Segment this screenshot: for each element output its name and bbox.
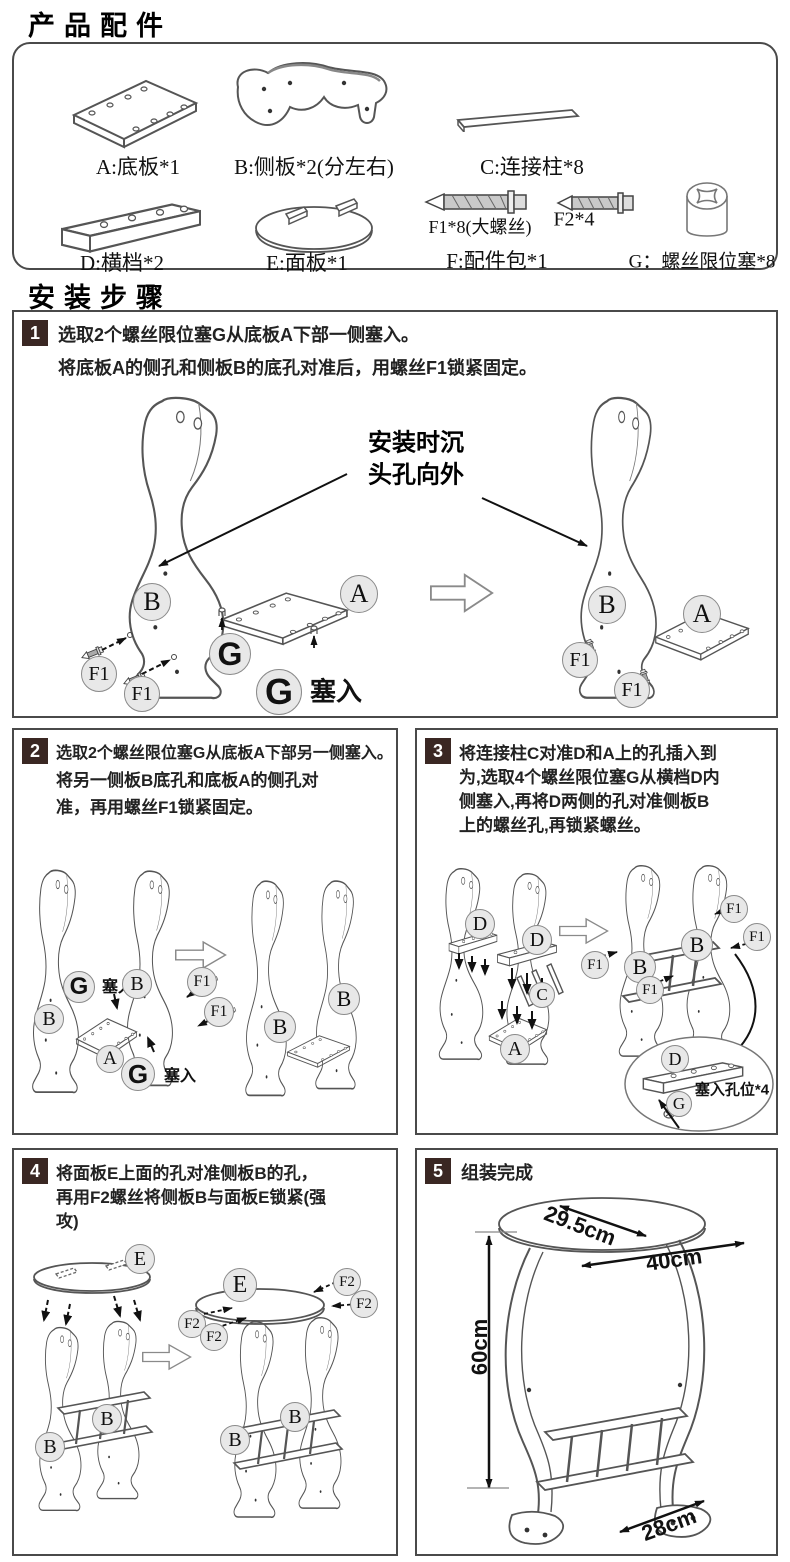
label-b-circle: B — [122, 969, 152, 999]
step-1-text-line2: 将底板A的侧孔和侧板B的底孔对准后，用螺丝F1锁紧固定。 — [58, 358, 538, 378]
parts-section-title: 产品配件 — [28, 11, 172, 41]
label-f1-circle: F1 — [187, 967, 217, 997]
label-g-circle: G — [666, 1091, 692, 1117]
insert-annotation: 塞入 — [309, 676, 363, 707]
label-b-circle: B — [280, 1402, 310, 1432]
step-2-badge: 2 — [22, 738, 48, 764]
label-f2-circle: F2 — [333, 1268, 361, 1296]
part-a-label: A:底板*1 — [96, 155, 180, 179]
dim-height: 60cm — [467, 1318, 492, 1376]
step-4-badge: 4 — [22, 1158, 48, 1184]
label-a-circle: A — [340, 575, 378, 613]
part-c-connector-icon — [456, 109, 580, 132]
label-d-circle: D — [465, 909, 495, 939]
step-5-title: 组装完成 — [461, 1163, 533, 1183]
part-g-label: G：螺丝限位塞*8 — [628, 251, 776, 273]
label-f1-circle: F1 — [124, 676, 160, 712]
label-f1-circle: F1 — [720, 895, 748, 923]
part-a-bottom-plate-icon — [71, 79, 199, 149]
step-5-diagram — [467, 1197, 745, 1545]
label-b-circle: B — [220, 1425, 250, 1455]
label-f1-circle: F1 — [636, 976, 664, 1004]
insert-holes-annotation: 塞入孔位*4 — [694, 1081, 770, 1099]
part-d-label: D:横档*2 — [80, 251, 164, 275]
step-2-text-line1: 选取2个螺丝限位塞G从底板A下部另一侧塞入。 — [56, 745, 393, 762]
step-5-badge: 5 — [425, 1158, 451, 1184]
step-4-text-line2: 再用F2螺丝将侧板B与面板E锁紧(强 — [56, 1188, 327, 1207]
step-1-box: 1 选取2个螺丝限位塞G从底板A下部一侧塞入。 将底板A的侧孔和侧板B的底孔对准… — [12, 310, 778, 718]
step-1-note: 安装时沉 头孔向外 — [368, 428, 464, 493]
part-b-side-panel-icon — [236, 62, 388, 126]
step-1-note-line1: 安装时沉 — [368, 429, 464, 457]
label-f1-circle: F1 — [562, 642, 598, 678]
label-g-circle: G — [121, 1057, 155, 1091]
step-3-text-line2: 为,选取4个螺丝限位塞G从横档D内 — [459, 768, 720, 787]
step-1-badge: 1 — [22, 320, 48, 346]
label-g-circle: G — [63, 971, 95, 1003]
label-b-circle: B — [681, 929, 713, 961]
label-b-circle: B — [264, 1011, 296, 1043]
step-2-text-line3: 准，再用螺丝F1锁紧固定。 — [56, 798, 263, 817]
label-e-circle: E — [125, 1244, 155, 1274]
part-f-label: F:配件包*1 — [446, 249, 548, 273]
label-d-circle: D — [522, 925, 552, 955]
step-4-box: 4 将面板E上面的孔对准侧板B的孔， 再用F2螺丝将侧板B与面板E锁紧(强 攻) — [12, 1148, 398, 1556]
step-2-box: 2 选取2个螺丝限位塞G从底板A下部另一侧塞入。 将另一侧板B底孔和底板A的侧孔… — [12, 728, 398, 1135]
label-f1-circle: F1 — [204, 997, 234, 1027]
part-f2-label: F2*4 — [553, 208, 595, 231]
step-3-text-line4: 上的螺丝孔,再锁紧螺丝。 — [459, 816, 651, 835]
label-a-circle: A — [500, 1034, 530, 1064]
part-c-label: C:连接柱*8 — [480, 155, 584, 179]
step-1-note-line2: 头孔向外 — [368, 462, 464, 489]
label-f1-circle: F1 — [81, 656, 117, 692]
steps-section-title: 安装步骤 — [28, 283, 172, 313]
label-b-circle: B — [34, 1004, 64, 1034]
step-1-text-line1: 选取2个螺丝限位塞G从底板A下部一侧塞入。 — [58, 325, 420, 345]
step-3-text-line3: 侧塞入,再将D两侧的孔对准侧板B — [459, 792, 710, 811]
label-b-circle: B — [92, 1404, 122, 1434]
label-f2-circle: F2 — [200, 1323, 228, 1351]
step-3-text-line1: 将连接柱C对准D和A上的孔插入到 — [459, 744, 717, 763]
part-b-label: B:侧板*2(分左右) — [234, 155, 394, 179]
label-f1-circle: F1 — [743, 923, 771, 951]
step-3-box: 3 将连接柱C对准D和A上的孔插入到 为,选取4个螺丝限位塞G从横档D内 侧塞入… — [415, 728, 778, 1135]
label-f1-circle: F1 — [581, 951, 609, 979]
parts-box: A:底板*1 B:侧板*2(分左右) C:连接柱*8 D:横档*2 E:面板*1 — [12, 42, 778, 275]
step-1-diagram — [79, 396, 749, 700]
part-f2-screw-icon — [556, 192, 634, 214]
label-a-circle: A — [96, 1045, 124, 1073]
part-f1-label: F1*8(大螺丝) — [428, 217, 532, 237]
step-5-box: 5 组装完成 — [415, 1148, 778, 1556]
label-c-circle: C — [529, 982, 555, 1008]
step-3-badge: 3 — [425, 738, 451, 764]
label-g-circle: G — [209, 633, 251, 675]
step-2-text-line2: 将另一侧板B底孔和底板A的侧孔对 — [56, 771, 319, 790]
part-g-plug-icon — [686, 182, 728, 237]
insert-annotation: 塞入 — [163, 1068, 197, 1085]
label-b-circle: B — [588, 586, 626, 624]
label-d-circle: D — [661, 1045, 689, 1073]
label-e-circle: E — [223, 1268, 257, 1302]
part-f1-screw-icon — [424, 190, 527, 214]
part-e-top-panel-icon — [255, 198, 373, 253]
label-f2-circle: F2 — [350, 1290, 378, 1318]
label-g-circle: G — [256, 669, 302, 715]
label-f1-circle: F1 — [614, 672, 650, 708]
part-e-label: E:面板*1 — [266, 251, 348, 275]
label-b-circle: B — [35, 1432, 65, 1462]
label-b-circle: B — [133, 583, 171, 621]
label-b-circle: B — [328, 983, 360, 1015]
step-4-text-line1: 将面板E上面的孔对准侧板B的孔， — [56, 1164, 318, 1183]
label-a-circle: A — [683, 595, 721, 633]
step-4-text-line3: 攻) — [56, 1212, 79, 1231]
